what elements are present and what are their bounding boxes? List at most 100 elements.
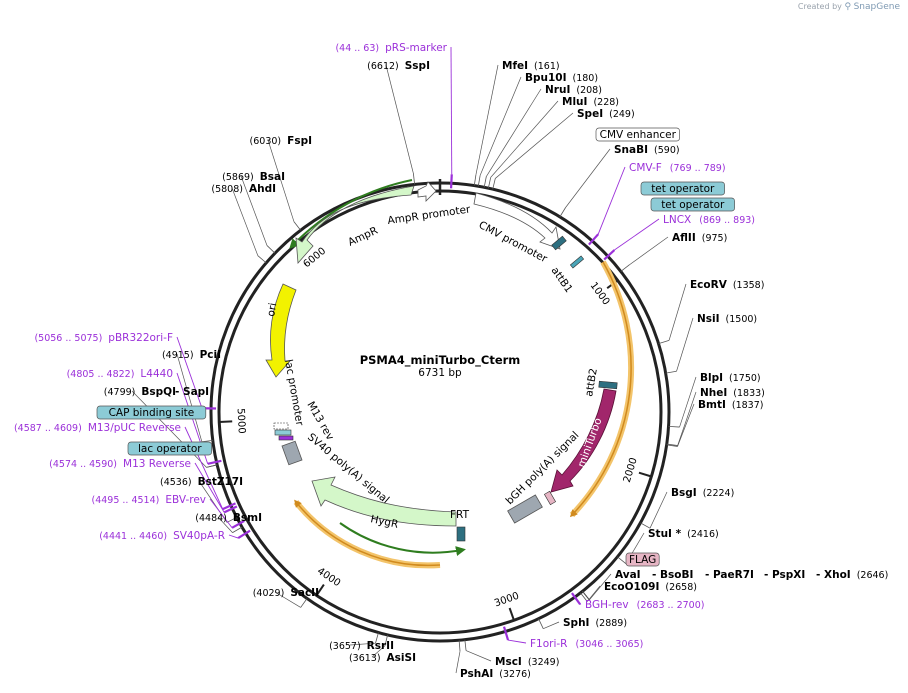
site-tick (206, 464, 218, 468)
primer-tick (207, 459, 222, 465)
site-label-bpu10i: Bpu10I(180) (525, 72, 598, 84)
primer-label-prs-marker: (44 .. 63)pRS-marker (335, 42, 447, 54)
primer-tick (231, 520, 245, 529)
primer-leader (507, 639, 527, 644)
site-tick (300, 598, 308, 608)
primer-leader (614, 218, 660, 251)
primer-tick (571, 592, 582, 606)
site-tick (620, 264, 630, 272)
site-label-nhei: NheI(1833) (700, 387, 765, 399)
site-tick (257, 255, 267, 264)
feature-label-lac-promoter: lac promoter (282, 358, 306, 427)
tick-label: 3000 (493, 591, 521, 610)
primer-label-m13-puc-reverse: (4587 .. 4609)M13/pUC Reverse (14, 422, 181, 434)
site-tick (473, 174, 477, 186)
site-label-snabi: SnaBI(590) (614, 144, 680, 156)
boxed-label-tet-operator-box (640, 181, 725, 196)
primer-label-cmv-f: CMV-F(769 .. 789) (629, 162, 726, 174)
boxed-label-lac-operator: lac operator (138, 443, 202, 455)
boxed-label-cap-binding-site: CAP binding site (109, 407, 195, 419)
plasmid-size: 6731 bp (418, 367, 462, 379)
primer-tick (502, 626, 510, 641)
primer-leader (597, 166, 626, 235)
site-leader (349, 642, 376, 646)
ori-arrow (265, 283, 297, 378)
cmv-promoter-arrow (473, 192, 561, 250)
primer-leader (184, 426, 224, 510)
boxed-label-cap-binding-site-box (96, 405, 207, 420)
site-leader (679, 376, 697, 428)
tick-label: 1000 (588, 280, 612, 307)
site-leader (217, 516, 233, 533)
site-label-bsgi: BsgI(2224) (671, 487, 734, 499)
primer-label-sv40pa-r: (4441 .. 4460)SV40pA-R (99, 530, 225, 542)
ampr-promoter-arrow (417, 181, 437, 202)
snapgene-credit: Created by ⚲ SnapGene (798, 2, 900, 12)
site-leader (274, 591, 301, 608)
site-tick (668, 425, 680, 428)
sv40-polya-box (281, 440, 303, 466)
primer-tick (222, 502, 236, 511)
feature-label-miniturbo: miniTurbo (576, 416, 605, 469)
ampr-arrow (295, 185, 415, 264)
site-leader (589, 573, 612, 601)
orf-arc-hygr-green (339, 522, 466, 557)
site-tick (266, 245, 276, 254)
m13-rev-marker (278, 435, 294, 441)
feature-label-hygr: HygR (369, 513, 399, 531)
site-label-pcii: (4915)PciI (162, 349, 221, 361)
site-label-sspi: (6612)SspI (367, 60, 430, 72)
primer-tick (588, 233, 600, 246)
primer-tick (603, 249, 616, 261)
site-tick (580, 592, 588, 602)
site-label-msci: MscI(3249) (495, 656, 559, 668)
feature-label-attb1: attB1 (549, 265, 575, 295)
orf-arc-miniturbo-inner (569, 261, 632, 518)
site-label-nsii: NsiI(1500) (697, 313, 757, 325)
site-leader (677, 403, 695, 447)
site-tick (658, 339, 670, 345)
site-leader (668, 283, 687, 341)
site-label-bstz17i: (4536)BstZ17I (160, 476, 243, 488)
site-tick (477, 175, 481, 187)
site-label-sapi: - SapI (175, 386, 209, 398)
boxed-label-tet-operator-box (650, 197, 735, 212)
primer-label-pbr322ori-f: (5056 .. 5075)pBR322ori-F (34, 332, 173, 344)
site-leader (649, 491, 668, 529)
site-tick (559, 207, 566, 218)
site-label-ahdi: (5808)AhdI (211, 183, 276, 195)
site-label-bspqi: (4799)BspQI (104, 386, 176, 398)
site-label-nrui: NruI(208) (545, 84, 602, 96)
attb1-marker-2 (569, 255, 585, 269)
site-leader (586, 585, 601, 602)
site-label-fspi: (6030)FspI (250, 135, 312, 147)
site-label-avai: AvaI (615, 569, 641, 581)
site-tick (665, 370, 677, 374)
site-tick (666, 443, 678, 446)
site-tick (487, 177, 492, 189)
site-label-rsrii: (3657)RsrII (329, 640, 394, 652)
site-leader (231, 187, 259, 256)
site-leader (677, 391, 697, 446)
site-leader (385, 64, 414, 174)
site-leader (543, 621, 560, 629)
boxed-label-lac-operator-box (127, 441, 212, 456)
site-leader (629, 236, 669, 266)
site-label-asisi: (3613)AsiSI (349, 652, 416, 664)
flag-marker (543, 490, 557, 506)
site-leader (176, 353, 203, 442)
site-label-mfei: MfeI(161) (502, 60, 560, 72)
site-label-bmti: BmtI(1837) (698, 399, 763, 411)
site-leader (455, 651, 461, 674)
site-tick (666, 444, 678, 447)
plasmid-name: PSMA4_miniTurbo_Cterm (360, 353, 521, 368)
site-label-blpi: BlpI(1750) (700, 372, 761, 384)
attb2-marker (598, 380, 618, 390)
feature-label-ampr: AmpR (346, 225, 380, 249)
site-tick (375, 632, 379, 644)
site-tick (232, 526, 243, 533)
primer-label-f1ori-r: F1ori-R(3046 .. 3065) (530, 638, 643, 650)
site-label-paer7i: - PaeR7I (705, 569, 754, 581)
boxed-label-flag: FLAG (629, 554, 656, 566)
tick-label: 5000 (235, 408, 247, 434)
